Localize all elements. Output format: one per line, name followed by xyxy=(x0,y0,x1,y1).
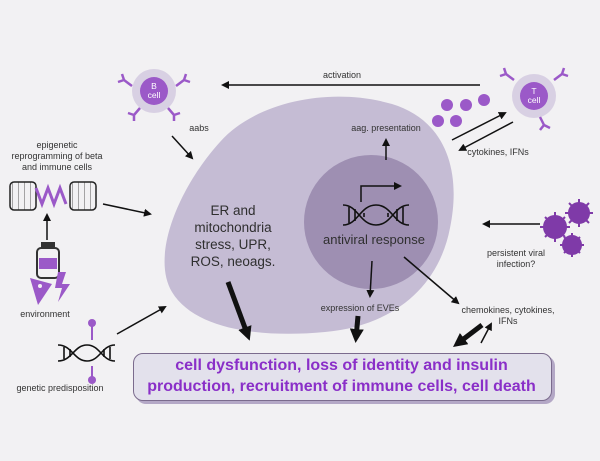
chemokines-label: chemokines, cytokines, IFNs xyxy=(461,305,555,326)
antiviral-response-label: antiviral response xyxy=(323,232,425,247)
expression-eves-label: expression of EVEs xyxy=(320,303,400,313)
epigenetic-coil-icon xyxy=(9,181,97,211)
antigen-dots xyxy=(432,94,490,127)
b-cell-label: B cell xyxy=(147,81,161,100)
outcome-label: cell dysfunction, loss of identity and i… xyxy=(147,357,536,395)
er-stress-label: ER and mitochondria stress, UPR, ROS, ne… xyxy=(190,203,276,269)
t-cell-icon xyxy=(499,67,569,131)
thick-arrow-er-stress xyxy=(225,281,252,341)
thick-arrow-eves xyxy=(349,315,364,343)
aag-presentation-label: aag. presentation xyxy=(351,123,421,133)
arrow-to-chemokines xyxy=(480,322,492,344)
persistent-viral-label: persistent viral infection? xyxy=(486,248,546,269)
epigenetic-label: epigenetic reprogramming of beta and imm… xyxy=(11,140,103,172)
arrow-to-t-cell xyxy=(451,112,507,141)
arrow-from-t-cell xyxy=(458,121,514,151)
nucleus-dna-icon xyxy=(342,204,410,226)
environment-label: environment xyxy=(20,309,70,319)
activation-label: activation xyxy=(322,70,362,80)
virus-icon xyxy=(540,199,593,257)
outcome-box xyxy=(133,353,552,401)
transcription-start-arrow xyxy=(360,182,402,202)
arrow-aabs xyxy=(171,135,194,160)
t-cell-label: T cell xyxy=(527,86,541,105)
arrow-expression-eves xyxy=(366,260,375,298)
nucleus xyxy=(304,155,438,289)
thick-arrow-chemokines xyxy=(453,323,484,348)
b-cell-icon xyxy=(117,69,191,121)
arrow-epigenetic xyxy=(102,203,152,217)
arrow-chemokines xyxy=(403,256,460,305)
arrow-genetic xyxy=(116,306,167,335)
aabs-label: aabs xyxy=(189,123,209,133)
cytokines-ifns-label: cytokines, IFNs xyxy=(467,147,529,157)
environment-icon xyxy=(30,242,70,305)
genetic-predisposition-label: genetic predisposition xyxy=(16,383,104,393)
genetic-dna-icon xyxy=(57,319,116,384)
